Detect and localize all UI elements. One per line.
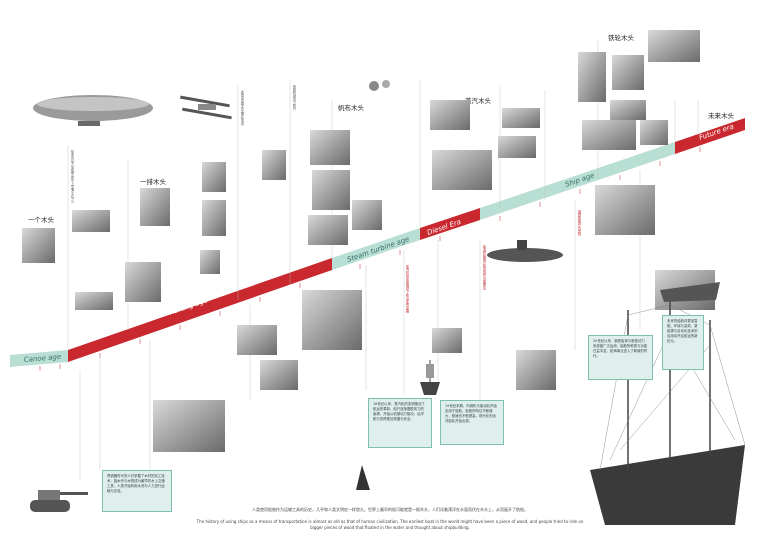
note-steam-age: 18世纪以来，蒸汽机的发明推动了航运的革新，船只逐渐摆脱风力的束缚，开始以机械动… — [368, 398, 432, 448]
photo-collage — [22, 30, 715, 452]
guide-lines — [67, 40, 699, 480]
sailing-ship-illustration — [420, 360, 440, 395]
note-diesel-era: 19世纪末期，内燃机与柴油机开始应用于船舶，船舶的吨位不断增大，航速也不断提高，… — [440, 400, 504, 445]
era-label-steam: Steam turbine age — [346, 235, 410, 264]
era-label-canoe: Canoe age — [23, 353, 61, 364]
caption-english: The history of using ships as a means of… — [196, 519, 584, 530]
tank-illustration — [30, 490, 88, 512]
balloon-illustrations — [369, 80, 390, 91]
aircraft-carrier-illustration — [660, 282, 720, 302]
windsurfer-illustration — [356, 465, 370, 490]
era-title-future: 未来木头 — [708, 111, 735, 120]
band-ship — [480, 142, 675, 220]
band-steam — [332, 228, 420, 270]
era-title-sail: 帆布木头 — [338, 103, 365, 112]
vertical-caption: 柴油机船舶开始出现并迅速普及 — [482, 245, 486, 290]
vertical-caption: 独木舟是人类最早的水上交通工具之一 — [70, 150, 74, 205]
band-rafting — [68, 258, 332, 362]
era-title-one-row: 一排木头 — [140, 177, 167, 186]
era-title-one-log: 一个木头 — [28, 215, 55, 224]
band-canoe — [10, 350, 68, 367]
galleon-illustration — [590, 300, 746, 525]
timeline-band — [10, 118, 745, 371]
note-future-era: 未来的船舶将更加智能、环保与高效，新能源与自动化技术的应用将开启航运的新纪元。 — [662, 315, 704, 370]
note-canoe-age: 青铜器时代的人们掌握了木材的加工技术，独木舟与木筏成为最早的水上交通工具，人类开… — [102, 470, 172, 512]
era-title-steel: 铁轮木头 — [608, 33, 635, 42]
band-diesel — [420, 208, 480, 240]
caption-chinese: 人类使用船舶作为运输工具的历史，几乎和人类文明史一样悠久。世界上最早的船可能就是… — [252, 507, 528, 512]
era-title-steam: 蒸汽木头 — [465, 96, 492, 105]
vertical-caption: 钢铁船舶时代来临 — [577, 210, 581, 236]
airship-illustration — [33, 95, 153, 126]
era-label-ship: Ship age — [564, 171, 595, 189]
submarine-illustration — [487, 240, 563, 262]
note-ship-age: 20世纪以来，钢铁船体与新型动力系统被广泛运用，船舶的种类与功能日益丰富，航海事… — [588, 335, 653, 380]
vertical-caption: 木筏由多根木头捆扎而成 — [240, 90, 244, 126]
vertical-caption: 帆船利用风力航行 — [292, 85, 296, 111]
biplane-illustration — [180, 95, 232, 120]
band-future — [675, 118, 745, 154]
vertical-caption: 蒸汽机的发明推动了航运业的发展 — [405, 265, 409, 313]
